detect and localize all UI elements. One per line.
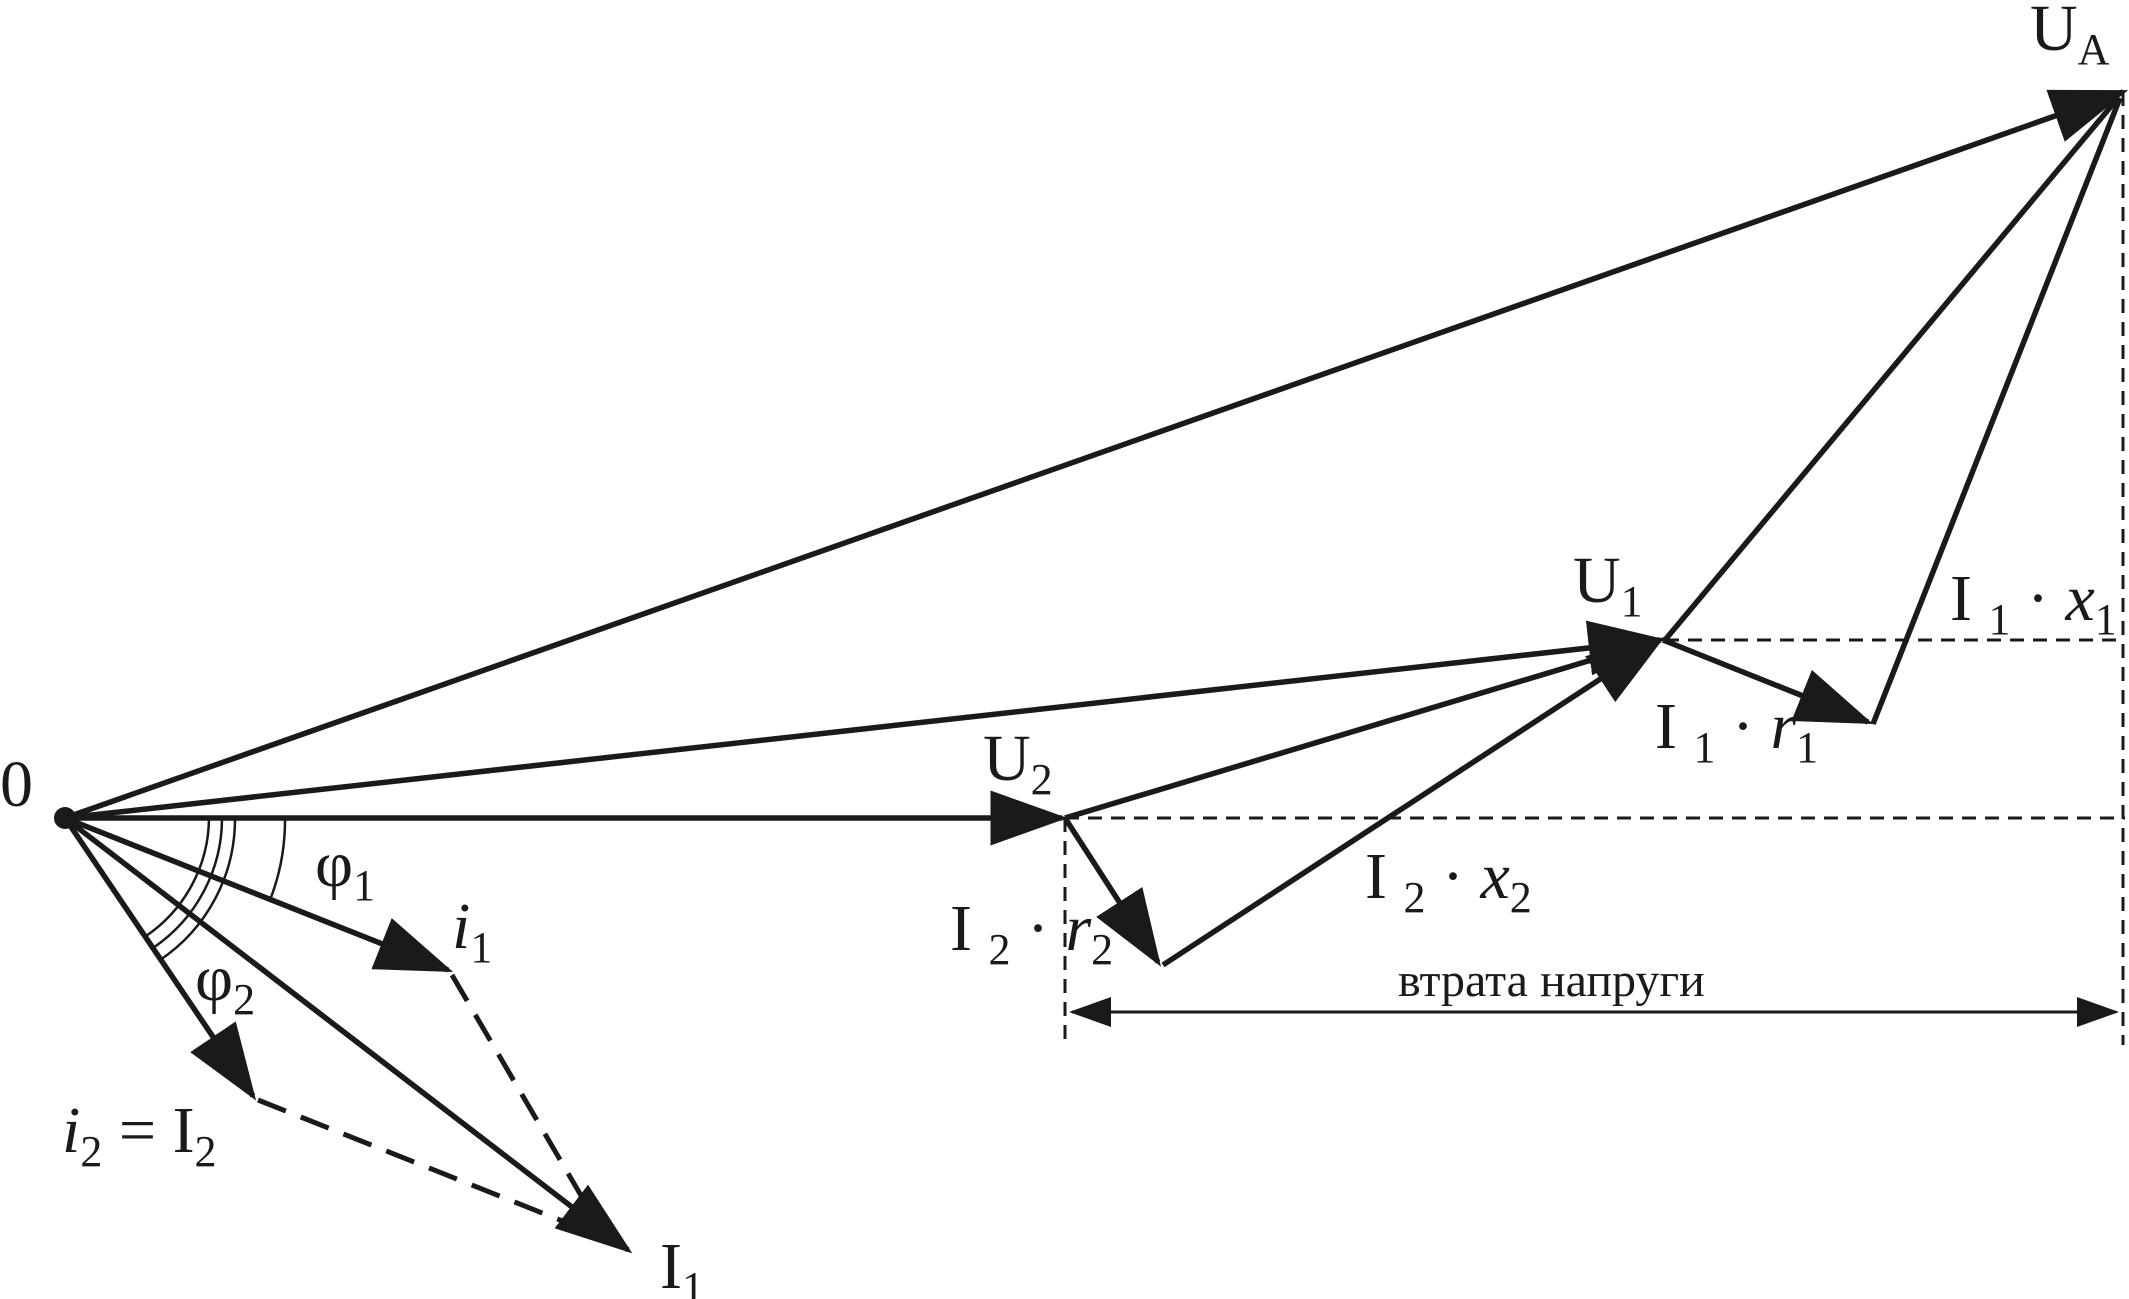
phasor-I1: [63, 815, 633, 1254]
phasor-I2x2: [1161, 636, 1665, 968]
label-i2-eq-I2: i2 = I2: [62, 1094, 217, 1176]
phasor-i1: [63, 815, 454, 973]
dashed-i1-to-I1: [449, 973, 603, 1230]
phasor-i2: [62, 816, 257, 1101]
phi1-arc: [268, 817, 287, 901]
phasor-U1: [64, 620, 1666, 821]
phasor-I1x1: [1870, 96, 2123, 726]
label-I1: I1: [660, 1230, 704, 1299]
label-I1x1: I 1 · x1: [1950, 562, 2117, 644]
label-UA: UA: [2030, 0, 2110, 74]
label-phi1: φ1: [315, 828, 375, 910]
phi2-arc-outer: [159, 817, 237, 962]
phasor-I1r1: [1661, 637, 1874, 725]
phasor-U1-to-UA: [1662, 96, 2121, 642]
label-origin: 0: [0, 748, 33, 821]
phi2-arc-mid: [152, 817, 224, 950]
origin-dot: [54, 807, 76, 829]
label-voltage-drop: втрата напруги: [1398, 954, 1705, 1007]
label-phi2: φ2: [195, 942, 255, 1024]
label-I2x2: I 2 · x2: [1365, 840, 1532, 922]
label-I2r2: I 2 · r2: [950, 892, 1113, 974]
phasor-I2r2: [1062, 816, 1161, 967]
phasor-UA: [64, 89, 2129, 821]
label-U2: U2: [983, 722, 1053, 804]
label-U1: U1: [1573, 544, 1643, 626]
label-i1: i1: [452, 890, 492, 972]
phasor-U2-to-U1: [1064, 640, 1649, 821]
label-I1r1: I 1 · r1: [1655, 690, 1818, 772]
phi2-arc-inner: [145, 817, 211, 938]
dashed-i2-to-I1: [257, 1097, 581, 1231]
